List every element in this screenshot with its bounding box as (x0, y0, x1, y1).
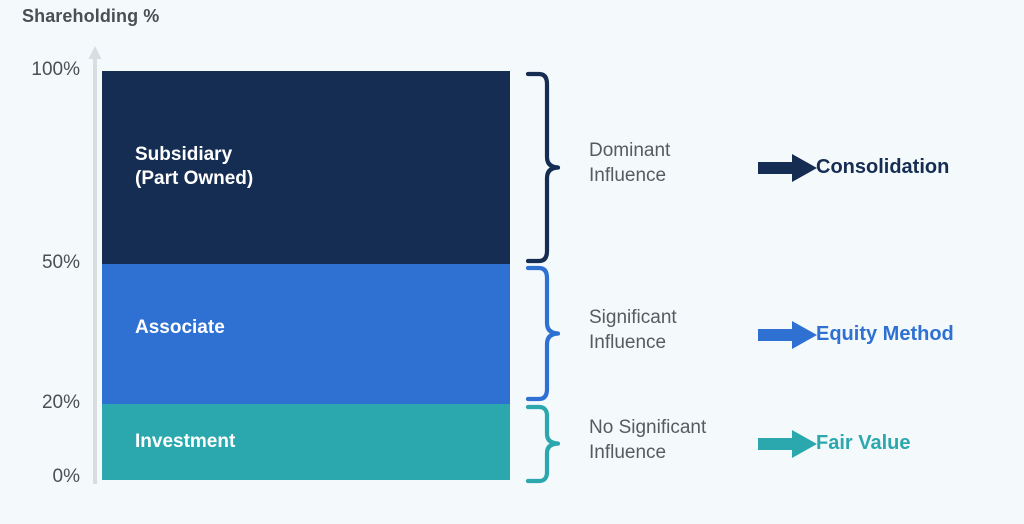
influence-label-dominant: Dominant Influence (589, 140, 671, 186)
bar-segment-label-investment: Investment (135, 431, 236, 452)
y-tick-label-0: 0% (52, 466, 80, 487)
influence-label-no-significant: No Significant Influence (589, 417, 707, 463)
curly-brace-icon-dominant (525, 71, 561, 264)
method-label-fair-value: Fair Value (816, 432, 911, 454)
method-label-consolidation: Consolidation (816, 156, 950, 178)
annotation-row-no-significant: No Significant Influence Fair Value (525, 404, 1024, 484)
right-arrow-icon-equity-method (758, 321, 817, 349)
annotation-row-dominant: Dominant Influence Consolidation (525, 71, 1024, 264)
bar-segment-label-subsidiary: Subsidiary (Part Owned) (135, 144, 254, 190)
curly-brace-icon-no-significant (525, 404, 561, 484)
y-tick-label-100: 100% (31, 59, 80, 80)
right-arrow-icon-consolidation (758, 154, 817, 182)
annotation-row-significant: Significant Influence Equity Method (525, 265, 1024, 402)
y-axis-arrow-icon (88, 46, 102, 484)
bar-segment-subsidiary[interactable]: Subsidiary (Part Owned) (102, 71, 510, 264)
method-label-equity-method: Equity Method (816, 323, 954, 345)
y-tick-label-20: 20% (41, 392, 80, 413)
y-tick-label-50: 50% (41, 252, 80, 273)
chart-title: Shareholding % (22, 6, 160, 26)
influence-label-significant: Significant Influence (589, 307, 677, 353)
stacked-bar: Subsidiary (Part Owned) Associate Invest… (102, 71, 510, 480)
bar-segment-label-associate: Associate (135, 317, 225, 338)
curly-brace-icon-significant (525, 265, 561, 402)
bar-segment-associate[interactable]: Associate (102, 264, 510, 404)
bar-segment-investment[interactable]: Investment (102, 404, 510, 480)
right-arrow-icon-fair-value (758, 430, 817, 458)
